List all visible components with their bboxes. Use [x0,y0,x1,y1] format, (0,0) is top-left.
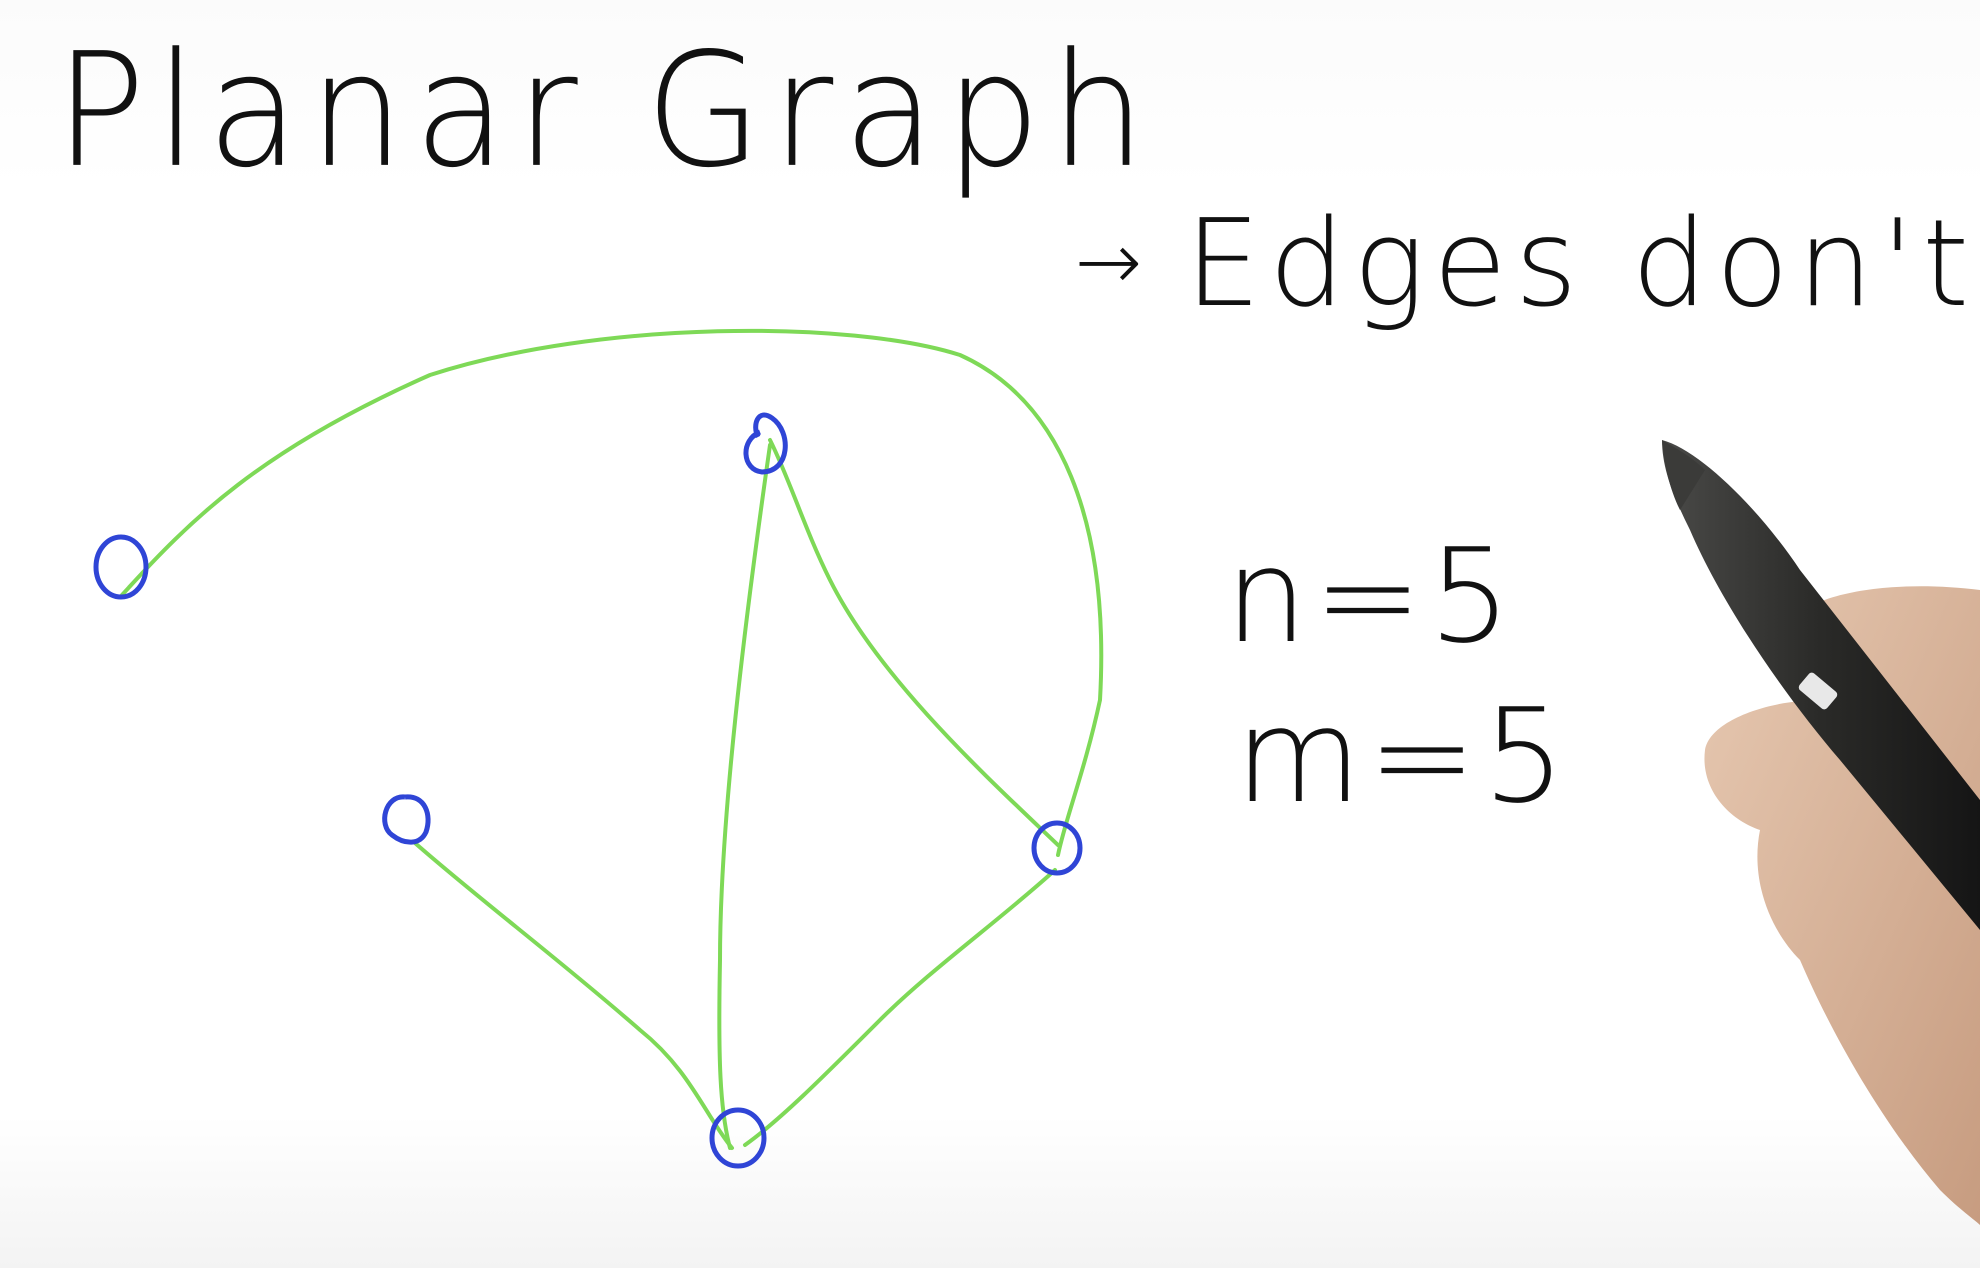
edge-leaf-to-bottom [413,841,734,1150]
vertex-left [93,534,149,600]
note-text: Edges don't cross [1185,195,1980,334]
equation-n-op: = [1313,520,1429,672]
vertex-bottom [709,1107,767,1169]
pen-clip [1798,672,1838,710]
edge-arc-left-to-right [120,328,1104,857]
equation-n: n=5 [1225,520,1517,672]
pen-tip [1662,440,1705,510]
vertex-top [743,412,788,475]
equation-m-value: 5 [1482,680,1572,832]
equation-m-op: = [1367,680,1483,832]
equation-n-value: 5 [1428,520,1518,672]
edge-top-to-bottom [717,443,772,1150]
arrow-glyph: → [1075,215,1149,308]
edge-right-to-bottom [743,868,1057,1147]
vertex-leaf [382,794,431,845]
title-text: Planar Graph [55,20,1156,203]
equation-m: m=5 [1235,680,1571,832]
equation-n-var: n [1225,520,1314,672]
equation-m-var: m [1235,680,1368,832]
vertex-right [1031,820,1083,876]
edge-top-to-right [768,438,1060,847]
